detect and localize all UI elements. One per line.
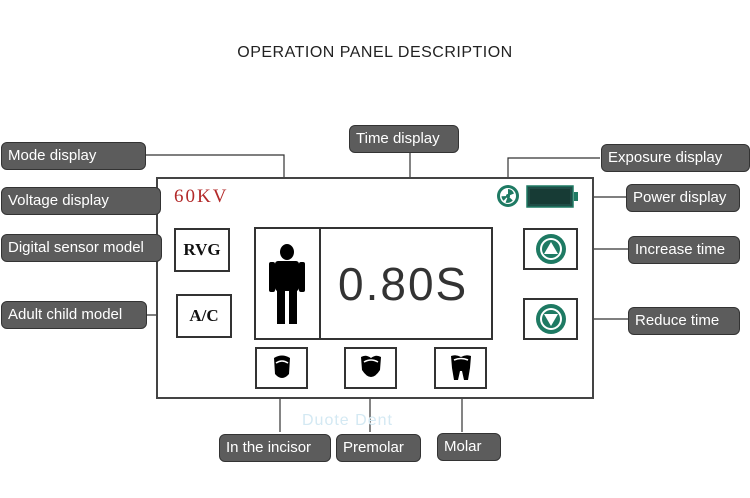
increase-time-callout: Increase time [628, 236, 740, 264]
molar-tooth-icon [450, 355, 471, 380]
molar-button[interactable] [434, 347, 487, 389]
premolar-button[interactable] [344, 347, 397, 389]
radiation-icon [497, 185, 519, 207]
rvg-label: RVG [183, 240, 221, 259]
page-title: OPERATION PANEL DESCRIPTION [237, 44, 513, 61]
premolar-callout: Premolar [336, 434, 421, 462]
screen-divider [319, 229, 321, 338]
adult-child-model-callout: Adult child model [1, 301, 147, 329]
ac-label: A/C [189, 306, 219, 325]
mode-display-callout: Mode display [1, 142, 146, 170]
reduce-time-button[interactable] [523, 298, 578, 340]
main-screen: 0.80S [254, 227, 493, 340]
battery-icon [526, 185, 578, 208]
rvg-button[interactable]: RVG [174, 228, 230, 272]
voltage-readout: 60KV [174, 186, 229, 207]
molar-callout: Molar [437, 433, 501, 461]
exposure-display-callout: Exposure display [601, 144, 750, 172]
incisor-button[interactable] [255, 347, 308, 389]
increase-time-button[interactable] [523, 228, 578, 270]
down-arrow-icon [535, 304, 566, 334]
time-readout: 0.80S [338, 258, 469, 310]
incisor-tooth-icon [273, 355, 290, 378]
up-arrow-icon [535, 234, 566, 264]
person-icon [269, 244, 305, 324]
watermark: Duote Dent [302, 412, 393, 429]
power-display-callout: Power display [626, 184, 740, 212]
adult-child-button[interactable]: A/C [176, 294, 232, 338]
voltage-display-callout: Voltage display [1, 187, 161, 215]
time-display-callout: Time display [349, 125, 459, 153]
incisor-callout: In the incisor [219, 434, 331, 462]
digital-sensor-model-callout: Digital sensor model [1, 234, 162, 262]
premolar-tooth-icon [360, 355, 381, 377]
reduce-time-callout: Reduce time [628, 307, 740, 335]
